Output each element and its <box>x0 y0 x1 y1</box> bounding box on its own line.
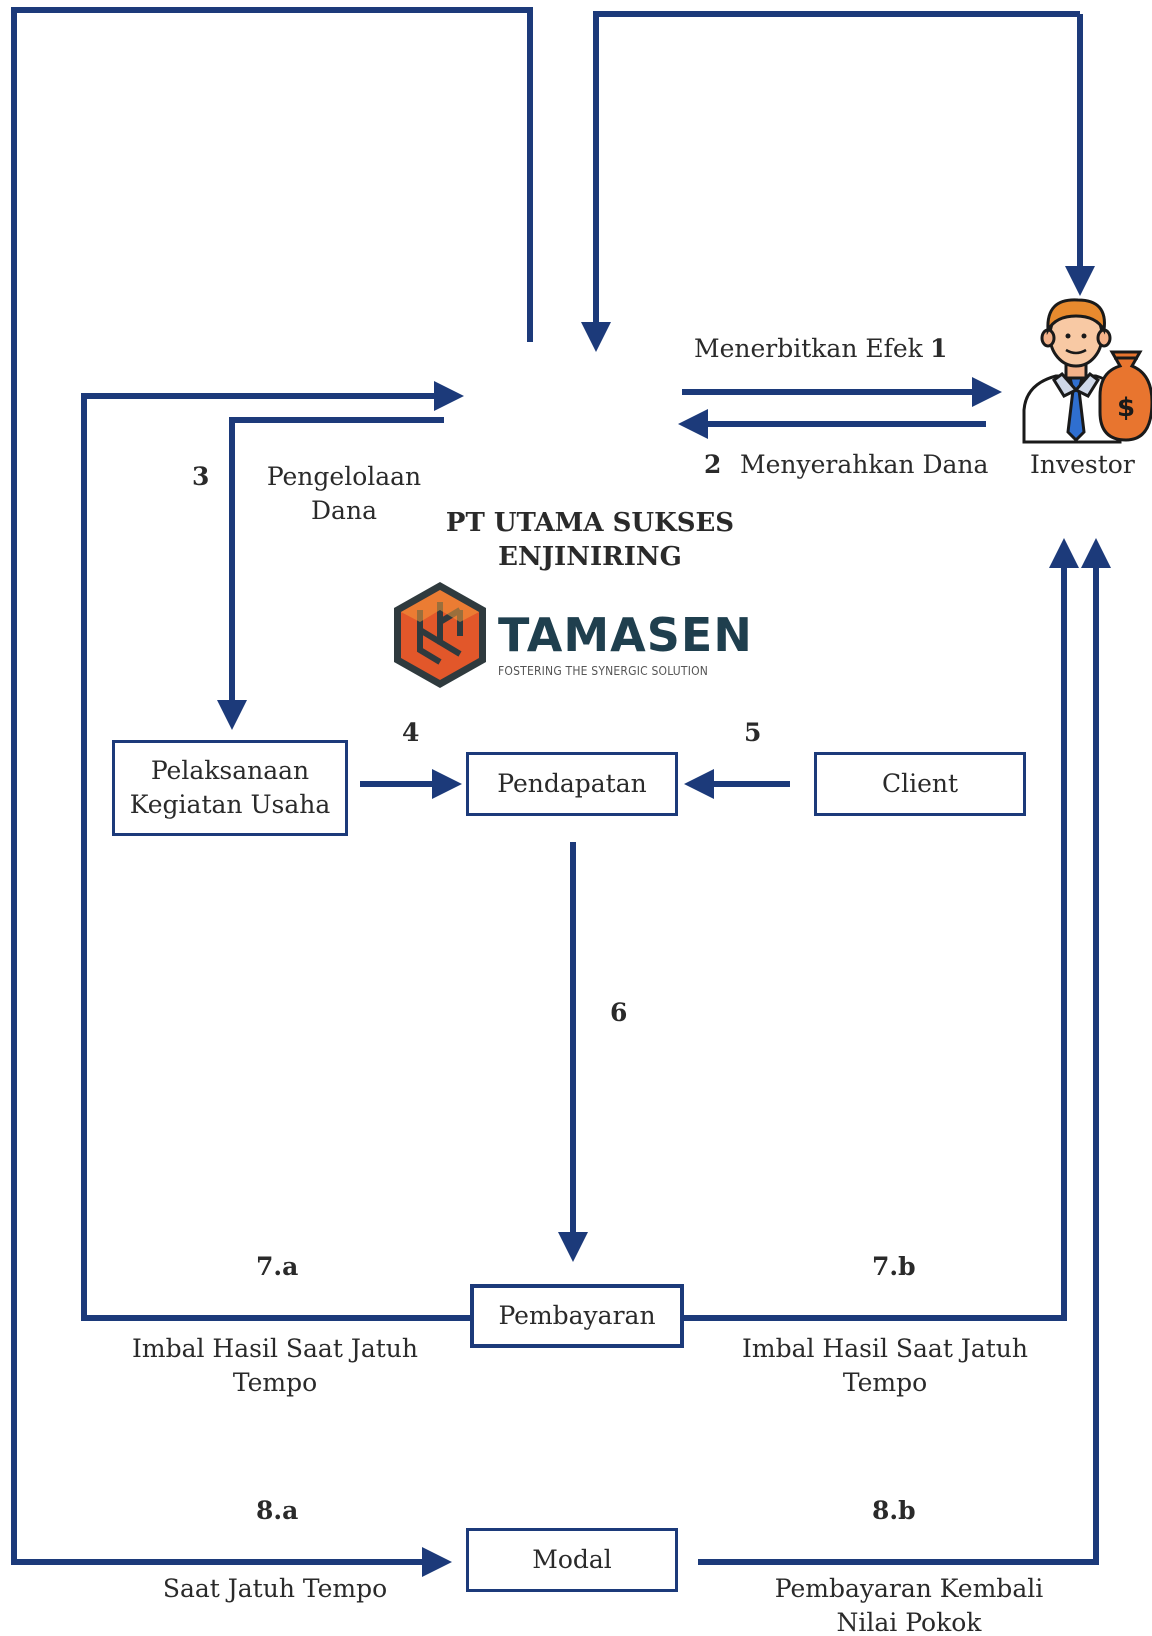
svg-text:$: $ <box>1117 393 1135 423</box>
pelaksanaan-line1: Pelaksanaan <box>150 756 310 785</box>
client-label: Client <box>881 769 959 798</box>
arrow-3-pengelolaan-dana <box>217 417 444 730</box>
pembayaran-label: Pembayaran <box>498 1301 656 1330</box>
flow-7b-label-line2: Tempo <box>842 1368 928 1397</box>
flow-8a-label: Saat Jatuh Tempo <box>162 1574 388 1603</box>
tamasen-logo-icon <box>394 582 486 688</box>
flow-4-number: 4 <box>402 718 420 747</box>
flow-7a-number: 7.a <box>256 1252 299 1281</box>
flow-8a-number: 8.a <box>256 1496 299 1525</box>
company-name: PT UTAMA SUKSES ENJINIRING <box>440 506 740 574</box>
flow-8b-number: 8.b <box>872 1496 916 1525</box>
pelaksanaan-line2: Kegiatan Usaha <box>129 790 331 819</box>
pembayaran-box: Pembayaran <box>470 1284 684 1348</box>
flow-3-label: Pengelolaan Dana <box>264 460 424 528</box>
arrow-company-to-investor-top <box>581 11 1080 352</box>
flow-3-label-line1: Pengelolaan <box>266 462 422 491</box>
flow-6-number: 6 <box>610 998 628 1027</box>
pendapatan-box: Pendapatan <box>466 752 678 816</box>
flow-8b-label-line2: Nilai Pokok <box>836 1608 982 1636</box>
arrow-8a-loop <box>11 7 533 1577</box>
flow-7a-label: Imbal Hasil Saat Jatuh Tempo <box>120 1332 430 1400</box>
flow-7b-label: Imbal Hasil Saat Jatuh Tempo <box>730 1332 1040 1400</box>
flow-3-label-line2: Dana <box>311 496 377 525</box>
pelaksanaan-kegiatan-usaha-box: Pelaksanaan Kegiatan Usaha <box>112 740 348 836</box>
flow-8b-label-line1: Pembayaran Kembali <box>774 1574 1044 1603</box>
flow-7b-label-line1: Imbal Hasil Saat Jatuh <box>741 1334 1028 1363</box>
flow-1-number: 1 <box>930 334 948 363</box>
investor-with-money-bag-icon: $ <box>1022 298 1152 444</box>
flow-7b-number: 7.b <box>872 1252 916 1281</box>
logo-brand: TAMASEN <box>498 608 753 662</box>
company-name-line1: PT UTAMA SUKSES <box>445 508 735 538</box>
logo-tagline: FOSTERING THE SYNERGIC SOLUTION <box>498 664 709 678</box>
flow-7a-label-line2: Tempo <box>232 1368 318 1397</box>
investor-label: Investor <box>1030 450 1135 479</box>
flow-8b-label: Pembayaran Kembali Nilai Pokok <box>754 1572 1064 1636</box>
flow-7a-label-line1: Imbal Hasil Saat Jatuh <box>131 1334 418 1363</box>
modal-box: Modal <box>466 1528 678 1592</box>
flow-5-number: 5 <box>744 718 762 747</box>
pendapatan-label: Pendapatan <box>497 769 647 798</box>
arrow-8b <box>698 538 1111 1565</box>
flow-2-label: Menyerahkan Dana <box>740 450 989 479</box>
client-box: Client <box>814 752 1026 816</box>
modal-label: Modal <box>532 1545 612 1574</box>
arrow-7a-loop <box>81 381 476 1321</box>
flow-2-number: 2 <box>704 450 722 479</box>
flow-1-label: Menerbitkan Efek <box>694 334 923 363</box>
flow-3-number: 3 <box>192 462 210 491</box>
company-name-line2: ENJINIRING <box>498 542 682 572</box>
arrow-7b <box>682 538 1079 1321</box>
